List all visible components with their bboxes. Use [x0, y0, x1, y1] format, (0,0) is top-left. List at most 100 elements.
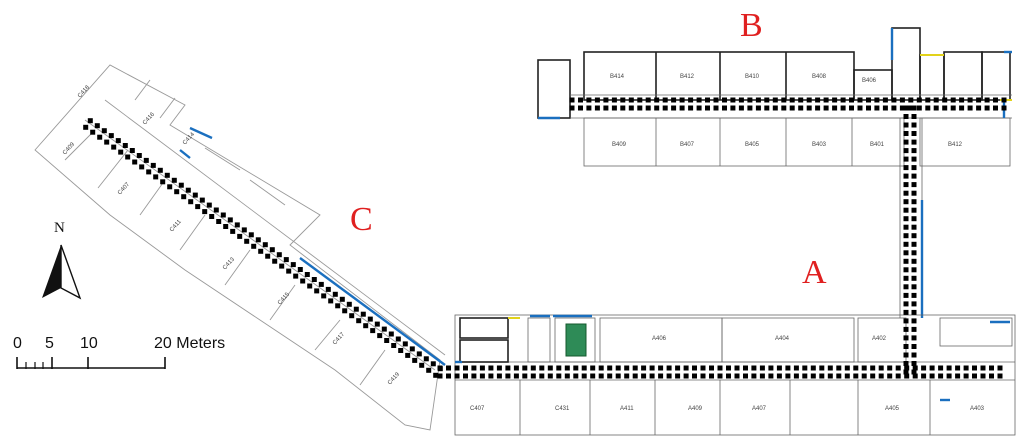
route-marker — [955, 365, 961, 371]
route-marker — [903, 258, 909, 264]
room-label-b408: B408 — [812, 74, 827, 80]
route-marker — [832, 105, 838, 111]
route-marker — [265, 253, 271, 259]
route-marker — [751, 373, 757, 379]
route-marker — [539, 373, 545, 379]
route-marker — [743, 365, 748, 371]
route-marker — [726, 365, 731, 371]
route-marker — [118, 149, 124, 155]
route-marker — [870, 365, 876, 371]
route-marker — [547, 373, 553, 379]
route-marker — [598, 373, 604, 379]
route-marker — [793, 365, 799, 371]
scale-tick-5: 5 — [45, 335, 54, 352]
route-marker — [367, 316, 373, 322]
route-marker — [437, 366, 443, 372]
route-marker — [213, 207, 219, 213]
scale-bar: 0 5 10 20 Meters — [13, 335, 225, 369]
route-marker — [272, 258, 278, 264]
route-marker — [132, 159, 138, 165]
route-marker — [146, 169, 152, 175]
route-marker — [244, 238, 250, 244]
room-label-a406: A406 — [652, 336, 667, 342]
route-marker — [916, 97, 922, 103]
route-marker — [870, 373, 876, 379]
route-marker — [463, 365, 468, 371]
route-marker — [234, 222, 240, 228]
route-marker — [768, 373, 774, 379]
route-marker — [178, 182, 184, 188]
route-marker — [471, 365, 477, 371]
route-marker — [764, 105, 770, 111]
route-marker — [318, 281, 324, 287]
room-label-b409: B409 — [612, 142, 627, 148]
route-marker — [339, 296, 345, 302]
route-marker — [963, 373, 969, 379]
room-label-a404: A404 — [775, 336, 790, 342]
route-marker — [887, 365, 893, 371]
room-label-c417: C417 — [332, 331, 347, 346]
route-marker — [904, 365, 910, 371]
route-marker — [911, 105, 917, 111]
route-marker — [921, 373, 927, 379]
route-marker — [164, 172, 170, 178]
route-marker — [692, 365, 697, 371]
route-marker — [227, 217, 233, 223]
route-marker — [827, 365, 833, 371]
route-marker — [402, 341, 408, 347]
route-marker — [911, 318, 917, 324]
route-marker — [547, 365, 553, 371]
route-marker — [866, 97, 871, 103]
route-marker — [419, 362, 425, 368]
route-marker — [709, 365, 714, 371]
route-marker — [395, 336, 401, 342]
route-marker — [300, 278, 306, 284]
route-marker — [569, 97, 575, 103]
route-marker — [143, 157, 149, 163]
north-arrow-left-icon — [42, 245, 61, 298]
route-marker — [437, 373, 443, 379]
route-marker — [946, 373, 952, 379]
route-marker — [903, 352, 909, 358]
route-marker — [581, 373, 587, 379]
route-marker — [615, 365, 621, 371]
route-marker — [426, 367, 432, 373]
route-marker — [903, 139, 909, 145]
route-marker — [304, 272, 310, 277]
route-marker — [666, 373, 672, 379]
route-marker — [346, 301, 352, 307]
route-marker — [903, 369, 909, 375]
room-label-b401: B401 — [870, 142, 885, 148]
route-marker — [611, 97, 617, 103]
route-marker — [328, 298, 334, 304]
route-marker — [586, 97, 592, 103]
route-marker — [738, 97, 744, 103]
route-marker — [683, 365, 689, 371]
route-marker — [290, 262, 296, 268]
route-marker — [405, 352, 411, 358]
route-marker — [878, 365, 884, 371]
route-marker — [705, 105, 710, 111]
route-marker — [895, 365, 901, 371]
route-marker — [209, 214, 215, 219]
route-marker — [471, 373, 477, 379]
route-marker — [556, 365, 562, 371]
route-marker — [522, 365, 528, 371]
route-marker — [713, 97, 719, 103]
route-marker — [861, 373, 867, 379]
room-label-c411: C411 — [169, 219, 183, 234]
route-marker — [899, 97, 905, 103]
route-marker — [335, 303, 341, 309]
route-marker — [984, 97, 990, 103]
north-label: N — [54, 220, 65, 236]
route-marker — [332, 291, 338, 297]
route-marker — [391, 343, 397, 348]
route-marker — [573, 365, 579, 371]
route-marker — [866, 105, 871, 111]
north-arrow: N — [42, 220, 82, 300]
route-marker — [844, 373, 850, 379]
route-marker — [255, 237, 261, 243]
route-marker — [895, 373, 901, 379]
route-marker — [793, 373, 799, 379]
route-marker — [911, 292, 917, 298]
